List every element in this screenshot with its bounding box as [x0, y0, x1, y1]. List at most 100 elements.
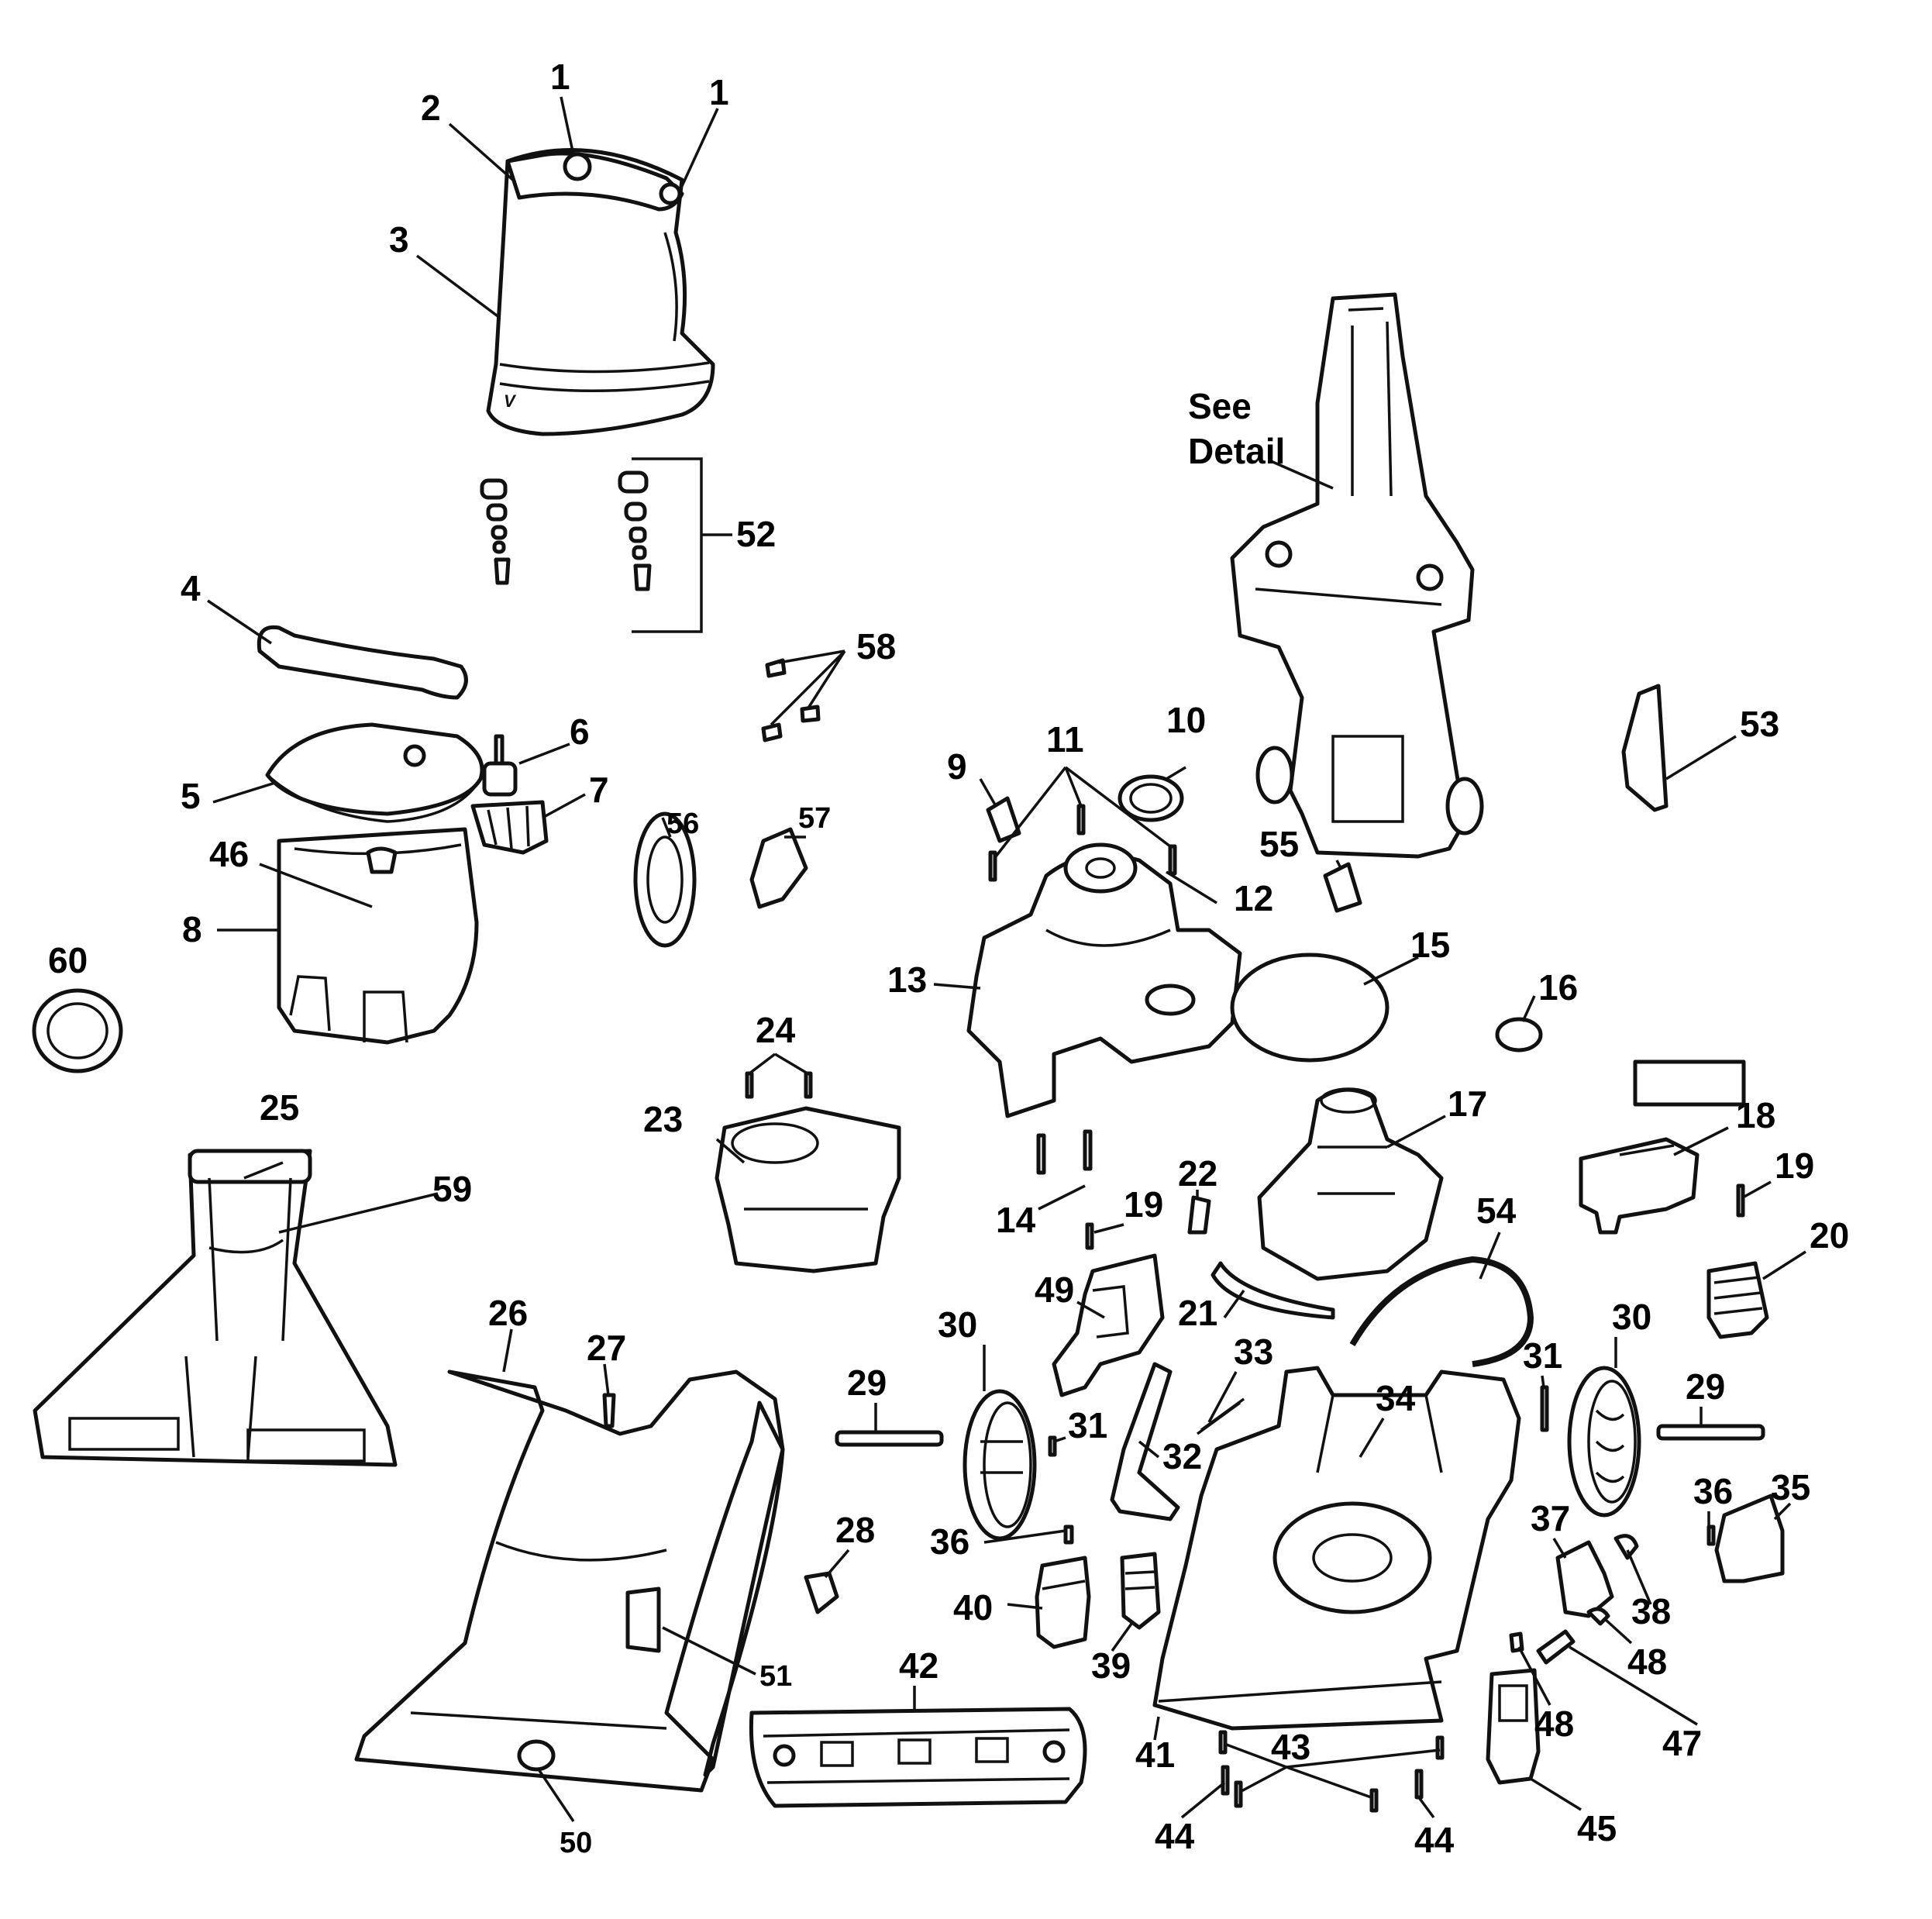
pump-housing: [966, 842, 1242, 1118]
part-label: 30: [1612, 1297, 1651, 1337]
part-label: 27: [587, 1328, 626, 1368]
part-label: 52: [736, 514, 776, 554]
part-21: [1211, 1261, 1335, 1320]
screws-11: [988, 804, 1177, 882]
brushroll-cover-42: [749, 1707, 1087, 1808]
screw-36-left: [1063, 1525, 1074, 1545]
part-label: 21: [1178, 1293, 1217, 1333]
screw-36-right: [1706, 1525, 1716, 1546]
part-label: 44: [1155, 1816, 1195, 1856]
part-label: 42: [899, 1645, 938, 1686]
part-label: 34: [1376, 1378, 1416, 1418]
part-label: 26: [488, 1293, 528, 1333]
part-label: 48: [1627, 1642, 1667, 1682]
clip-48-right: [1586, 1607, 1610, 1626]
screws-58: [761, 658, 821, 742]
screws-44: [1221, 1765, 1424, 1808]
o-ring-16: [1495, 1017, 1543, 1053]
float-cage: [470, 800, 549, 855]
part-53: [1621, 684, 1669, 812]
axle-29-left: [835, 1430, 944, 1447]
axle-29-right: [1656, 1424, 1765, 1441]
see-detail-line2: Detail: [1188, 431, 1285, 471]
pin-31-right: [1540, 1385, 1549, 1432]
part-number-labels: 1 1 2 3 52 4 5 6 7 46 8 60 58 56 57 9 11…: [48, 57, 1849, 1860]
part-label: 17: [1448, 1084, 1487, 1124]
part-label: 31: [1068, 1405, 1107, 1445]
see-detail-line1: See: [1188, 386, 1252, 426]
part-label: 19: [1775, 1146, 1814, 1186]
clip-9: [986, 796, 1021, 843]
part-label: 7: [589, 770, 609, 810]
part-label: 43: [1271, 1727, 1310, 1767]
part-label: 50: [560, 1827, 592, 1859]
part-35: [1714, 1494, 1785, 1583]
part-label: 60: [48, 940, 88, 980]
part-label: 20: [1810, 1215, 1849, 1256]
part-28: [804, 1571, 839, 1614]
part-label: 55: [1259, 824, 1299, 864]
motor-17: [1257, 1087, 1444, 1281]
part-22: [1187, 1195, 1211, 1235]
brush-motor-23: [715, 1106, 901, 1273]
part-label: 13: [887, 960, 927, 1000]
part-label: 6: [570, 711, 590, 752]
part-39: [1120, 1552, 1161, 1630]
part-label: 23: [643, 1099, 683, 1139]
screw-27: [602, 1393, 616, 1428]
part-label: 4: [181, 568, 201, 608]
part-label: 18: [1736, 1095, 1775, 1135]
part-label: 48: [1534, 1704, 1574, 1744]
part-label: 25: [260, 1087, 299, 1128]
part-label: 10: [1166, 700, 1206, 740]
screws-43: [1218, 1730, 1445, 1813]
latch-57: [749, 827, 808, 909]
part-label: 47: [1662, 1723, 1702, 1763]
base-hood: [354, 1369, 785, 1793]
part-label: 24: [756, 1010, 796, 1050]
seal-10: [1118, 774, 1184, 822]
part-label: 38: [1631, 1591, 1671, 1631]
part-label: 35: [1771, 1467, 1810, 1507]
part-label: 57: [798, 802, 831, 835]
part-label: 9: [947, 746, 967, 787]
part-label: 36: [930, 1521, 969, 1562]
part-label: 41: [1135, 1735, 1175, 1775]
part-label: 44: [1414, 1820, 1455, 1860]
part-label: 30: [938, 1304, 977, 1345]
part-label: 8: [182, 909, 202, 949]
spring-33: [1196, 1397, 1245, 1435]
hose-54: [1349, 1256, 1534, 1367]
tank-lid: [265, 722, 484, 823]
part-label: 45: [1577, 1808, 1617, 1848]
part-label: 32: [1162, 1436, 1202, 1476]
part-label: 29: [1686, 1366, 1725, 1407]
part-label: 1: [550, 57, 570, 97]
leader-lines: [207, 96, 1806, 1822]
upright-handle-body: [1230, 292, 1484, 859]
part-label: 11: [1046, 719, 1084, 760]
valve-kit: [480, 470, 652, 591]
cover-45: [1486, 1668, 1541, 1785]
part-label: 46: [209, 834, 249, 874]
seal-ring: [32, 988, 123, 1073]
pin-31-left: [1048, 1435, 1057, 1457]
screw-19-left: [1085, 1222, 1094, 1250]
part-label: 22: [1178, 1153, 1217, 1194]
wheel-30-right: [1567, 1366, 1641, 1518]
front-nozzle: [33, 1149, 398, 1467]
switch-20: [1706, 1261, 1769, 1339]
part-label: 29: [847, 1363, 887, 1403]
belt-15: [1230, 953, 1390, 1063]
part-label: 33: [1234, 1332, 1273, 1372]
part-label: 1: [709, 72, 729, 112]
clip-48-left: [1509, 1631, 1524, 1653]
screw-19-right: [1736, 1183, 1745, 1218]
part-label: 58: [856, 626, 896, 667]
part-label: 36: [1693, 1471, 1733, 1511]
part-label: 53: [1740, 704, 1779, 744]
part-label: 16: [1538, 967, 1578, 1008]
part-label: 12: [1234, 878, 1273, 918]
clean-water-tank: V: [486, 148, 715, 436]
